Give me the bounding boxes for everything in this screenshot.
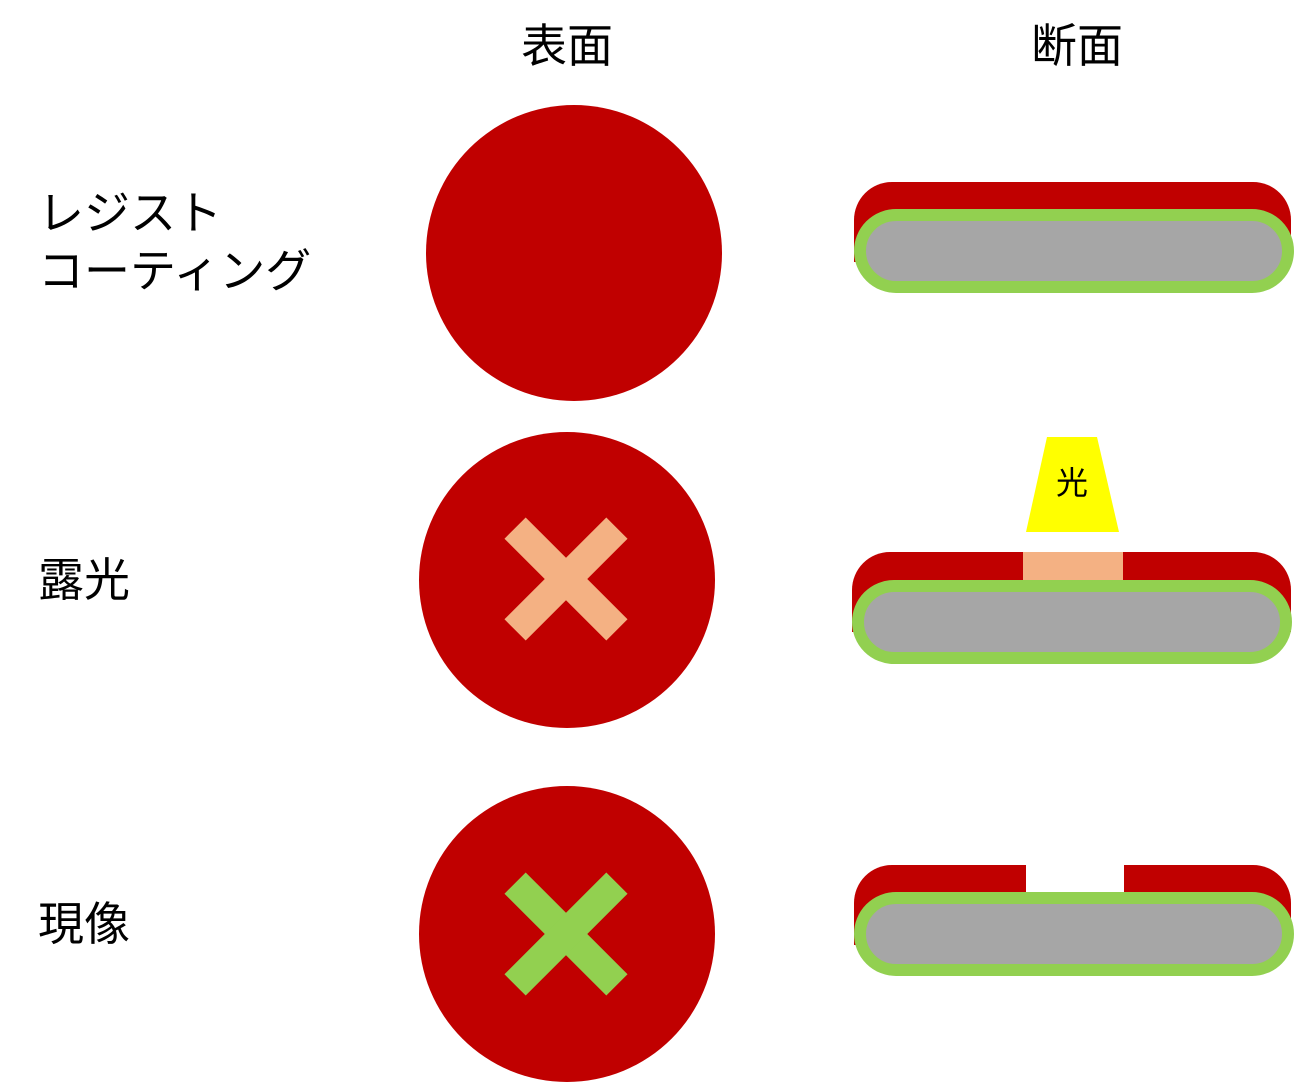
label-development-line-1: 現像 bbox=[38, 897, 130, 951]
exposed-cross-mark-surface bbox=[504, 517, 628, 641]
developed-cross-bar-2 bbox=[504, 872, 628, 996]
cross-section-development bbox=[854, 865, 1294, 976]
label-exposure: 露光 bbox=[38, 551, 130, 609]
wafer-body-3 bbox=[854, 892, 1294, 976]
cross-section-exposure bbox=[852, 552, 1292, 664]
header-surface: 表面 bbox=[521, 19, 613, 73]
label-resist-coating-line-2: コーティング bbox=[38, 244, 312, 298]
label-exposure-line-1: 露光 bbox=[38, 553, 130, 607]
exposed-cross-bar-2 bbox=[504, 517, 628, 641]
wafer-body-2 bbox=[852, 580, 1292, 664]
light-trapezoid bbox=[1026, 437, 1119, 532]
label-resist-coating-line-1: レジスト bbox=[38, 186, 222, 240]
label-development: 現像 bbox=[38, 895, 130, 953]
light-beam: 光 bbox=[1026, 437, 1119, 532]
header-cross-section: 断面 bbox=[1031, 19, 1123, 73]
light-label: 光 bbox=[1056, 464, 1088, 502]
developed-cross-mark-surface bbox=[504, 872, 628, 996]
cross-section-resist-coating bbox=[854, 182, 1294, 293]
label-resist-coating: レジスト コーティング bbox=[38, 184, 311, 300]
wafer-body-1 bbox=[854, 209, 1294, 293]
wafer-surface-resist-coating bbox=[426, 105, 722, 401]
